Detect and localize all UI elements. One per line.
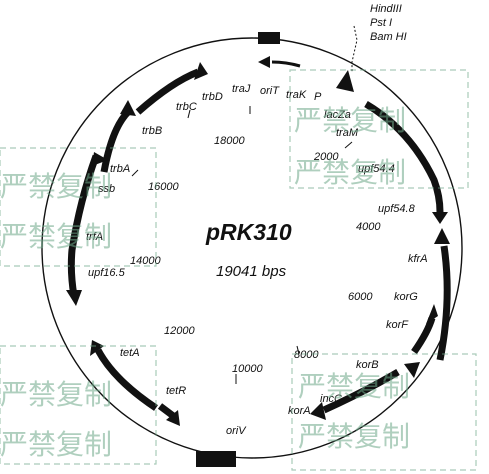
watermark-3: 严禁复制 bbox=[294, 104, 406, 137]
gene-orit: oriT bbox=[260, 85, 280, 97]
scale-14000: 14000 bbox=[130, 255, 161, 267]
marker-block-bottom bbox=[196, 451, 236, 467]
trbb-arrow bbox=[100, 109, 131, 173]
gene-trbc: trbC bbox=[176, 101, 197, 113]
gene-trbb: trbB bbox=[142, 125, 162, 137]
watermark-5: 严禁复制 bbox=[0, 378, 112, 411]
korf-arrow bbox=[411, 316, 436, 355]
gene-traj: traJ bbox=[232, 83, 251, 95]
gene-korb: korB bbox=[356, 359, 379, 371]
site-hindiii: HindIII bbox=[370, 3, 402, 15]
korb-arrow bbox=[322, 368, 400, 414]
watermark-6: 严禁复制 bbox=[0, 428, 112, 461]
scale-12000: 12000 bbox=[164, 325, 195, 337]
scale-10000: 10000 bbox=[232, 363, 263, 375]
gene-trbd: trbD bbox=[202, 91, 223, 103]
watermark-frames bbox=[0, 69, 477, 471]
gene-trak: traK bbox=[286, 89, 307, 101]
gene-incc: incC bbox=[320, 393, 342, 405]
restriction-site-pointer bbox=[351, 25, 358, 72]
gene-ssb: ssb bbox=[98, 183, 115, 195]
scale-4000: 4000 bbox=[356, 221, 381, 233]
gene-kfra: kfrA bbox=[408, 253, 428, 265]
gene-arrows bbox=[67, 60, 451, 421]
upf54-arc bbox=[364, 100, 444, 213]
kfra-arrow bbox=[436, 245, 451, 361]
gene-korf: korF bbox=[386, 319, 409, 331]
watermark-7: 严禁复制 bbox=[298, 370, 410, 403]
scale-2000: 2000 bbox=[313, 151, 339, 163]
watermark-1: 严禁复制 bbox=[0, 170, 112, 203]
arrowhead-tetr bbox=[166, 410, 180, 426]
arrowhead-upf165 bbox=[66, 290, 82, 306]
gene-teta: tetA bbox=[120, 347, 140, 359]
trb-arrow-top bbox=[135, 68, 200, 115]
marker-block-top bbox=[258, 32, 280, 44]
site-psti: Pst I bbox=[370, 17, 392, 29]
watermark-2: 严禁复制 bbox=[0, 220, 112, 253]
trak-arrow bbox=[271, 60, 301, 68]
gene-trfa: trfA bbox=[86, 231, 103, 243]
gene-upf544: upf54.4 bbox=[358, 163, 395, 175]
gene-trba: trbA bbox=[110, 163, 130, 175]
scale-16000: 16000 bbox=[148, 181, 179, 193]
scale-6000: 6000 bbox=[348, 291, 373, 303]
gene-kora: korA bbox=[288, 405, 311, 417]
arrowhead-inca bbox=[310, 402, 326, 420]
gene-oriv: oriV bbox=[226, 425, 247, 437]
scale-18000: 18000 bbox=[214, 135, 245, 147]
arrowhead-trak bbox=[258, 56, 270, 68]
arrowheads bbox=[66, 56, 450, 426]
watermark-8: 严禁复制 bbox=[298, 420, 410, 453]
gene-lacza: lacZa bbox=[324, 109, 351, 121]
arrowhead-trbc bbox=[120, 100, 136, 116]
arrowhead-kfra bbox=[434, 228, 450, 244]
arrowhead-korb bbox=[404, 362, 420, 378]
gene-upf548: upf54.8 bbox=[378, 203, 416, 215]
gene-tram: traM bbox=[336, 127, 359, 139]
arrowhead-korg bbox=[426, 304, 438, 324]
arrowhead-p bbox=[336, 70, 354, 92]
gene-p: P bbox=[314, 91, 322, 103]
site-bamhi: Bam HI bbox=[370, 31, 407, 43]
gene-tetr: tetR bbox=[166, 385, 186, 397]
watermark-4: 严禁复制 bbox=[294, 156, 406, 189]
scale-ticks bbox=[131, 106, 353, 384]
gene-korg: korG bbox=[394, 291, 418, 303]
arrowhead-trbb bbox=[92, 152, 108, 166]
arrowhead-upf548 bbox=[432, 212, 448, 224]
teta-arrow bbox=[94, 348, 158, 411]
plasmid-backbone bbox=[41, 37, 463, 459]
plasmid-size: 19041 bps bbox=[216, 263, 287, 280]
arrowhead-trbd bbox=[194, 62, 208, 80]
trfa-arc bbox=[67, 154, 100, 297]
gene-upf165: upf16.5 bbox=[88, 267, 126, 279]
arrowhead-teta bbox=[90, 340, 104, 356]
scale-8000: 8000 bbox=[294, 349, 319, 361]
plasmid-title: pRK310 bbox=[205, 219, 292, 245]
